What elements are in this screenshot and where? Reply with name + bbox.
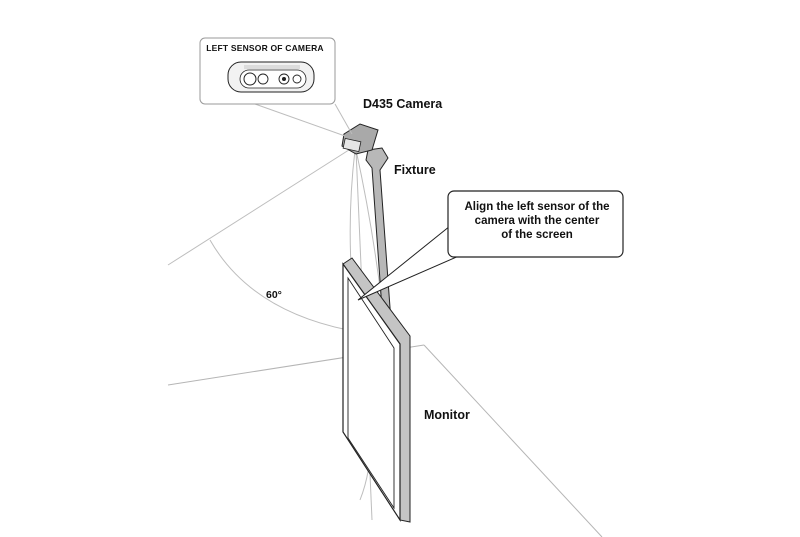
inset-title: LEFT SENSOR OF CAMERA	[206, 43, 324, 53]
callout-line-3: of the screen	[501, 229, 573, 241]
callout-line-2: camera with the center	[474, 215, 600, 227]
monitor	[342, 257, 411, 523]
callout-box	[447, 190, 624, 258]
inset-camera	[227, 61, 315, 93]
camera-label: D435 Camera	[363, 97, 443, 111]
angle-label: 60°	[266, 289, 282, 301]
callout-text: Align the left sensor of the camera with…	[452, 200, 622, 242]
fixture-label: Fixture	[394, 163, 436, 177]
monitor-label: Monitor	[424, 408, 470, 422]
left-sensor-icon	[243, 72, 257, 86]
callout-line-1: Align the left sensor of the	[464, 201, 610, 213]
d435-camera	[341, 123, 379, 155]
